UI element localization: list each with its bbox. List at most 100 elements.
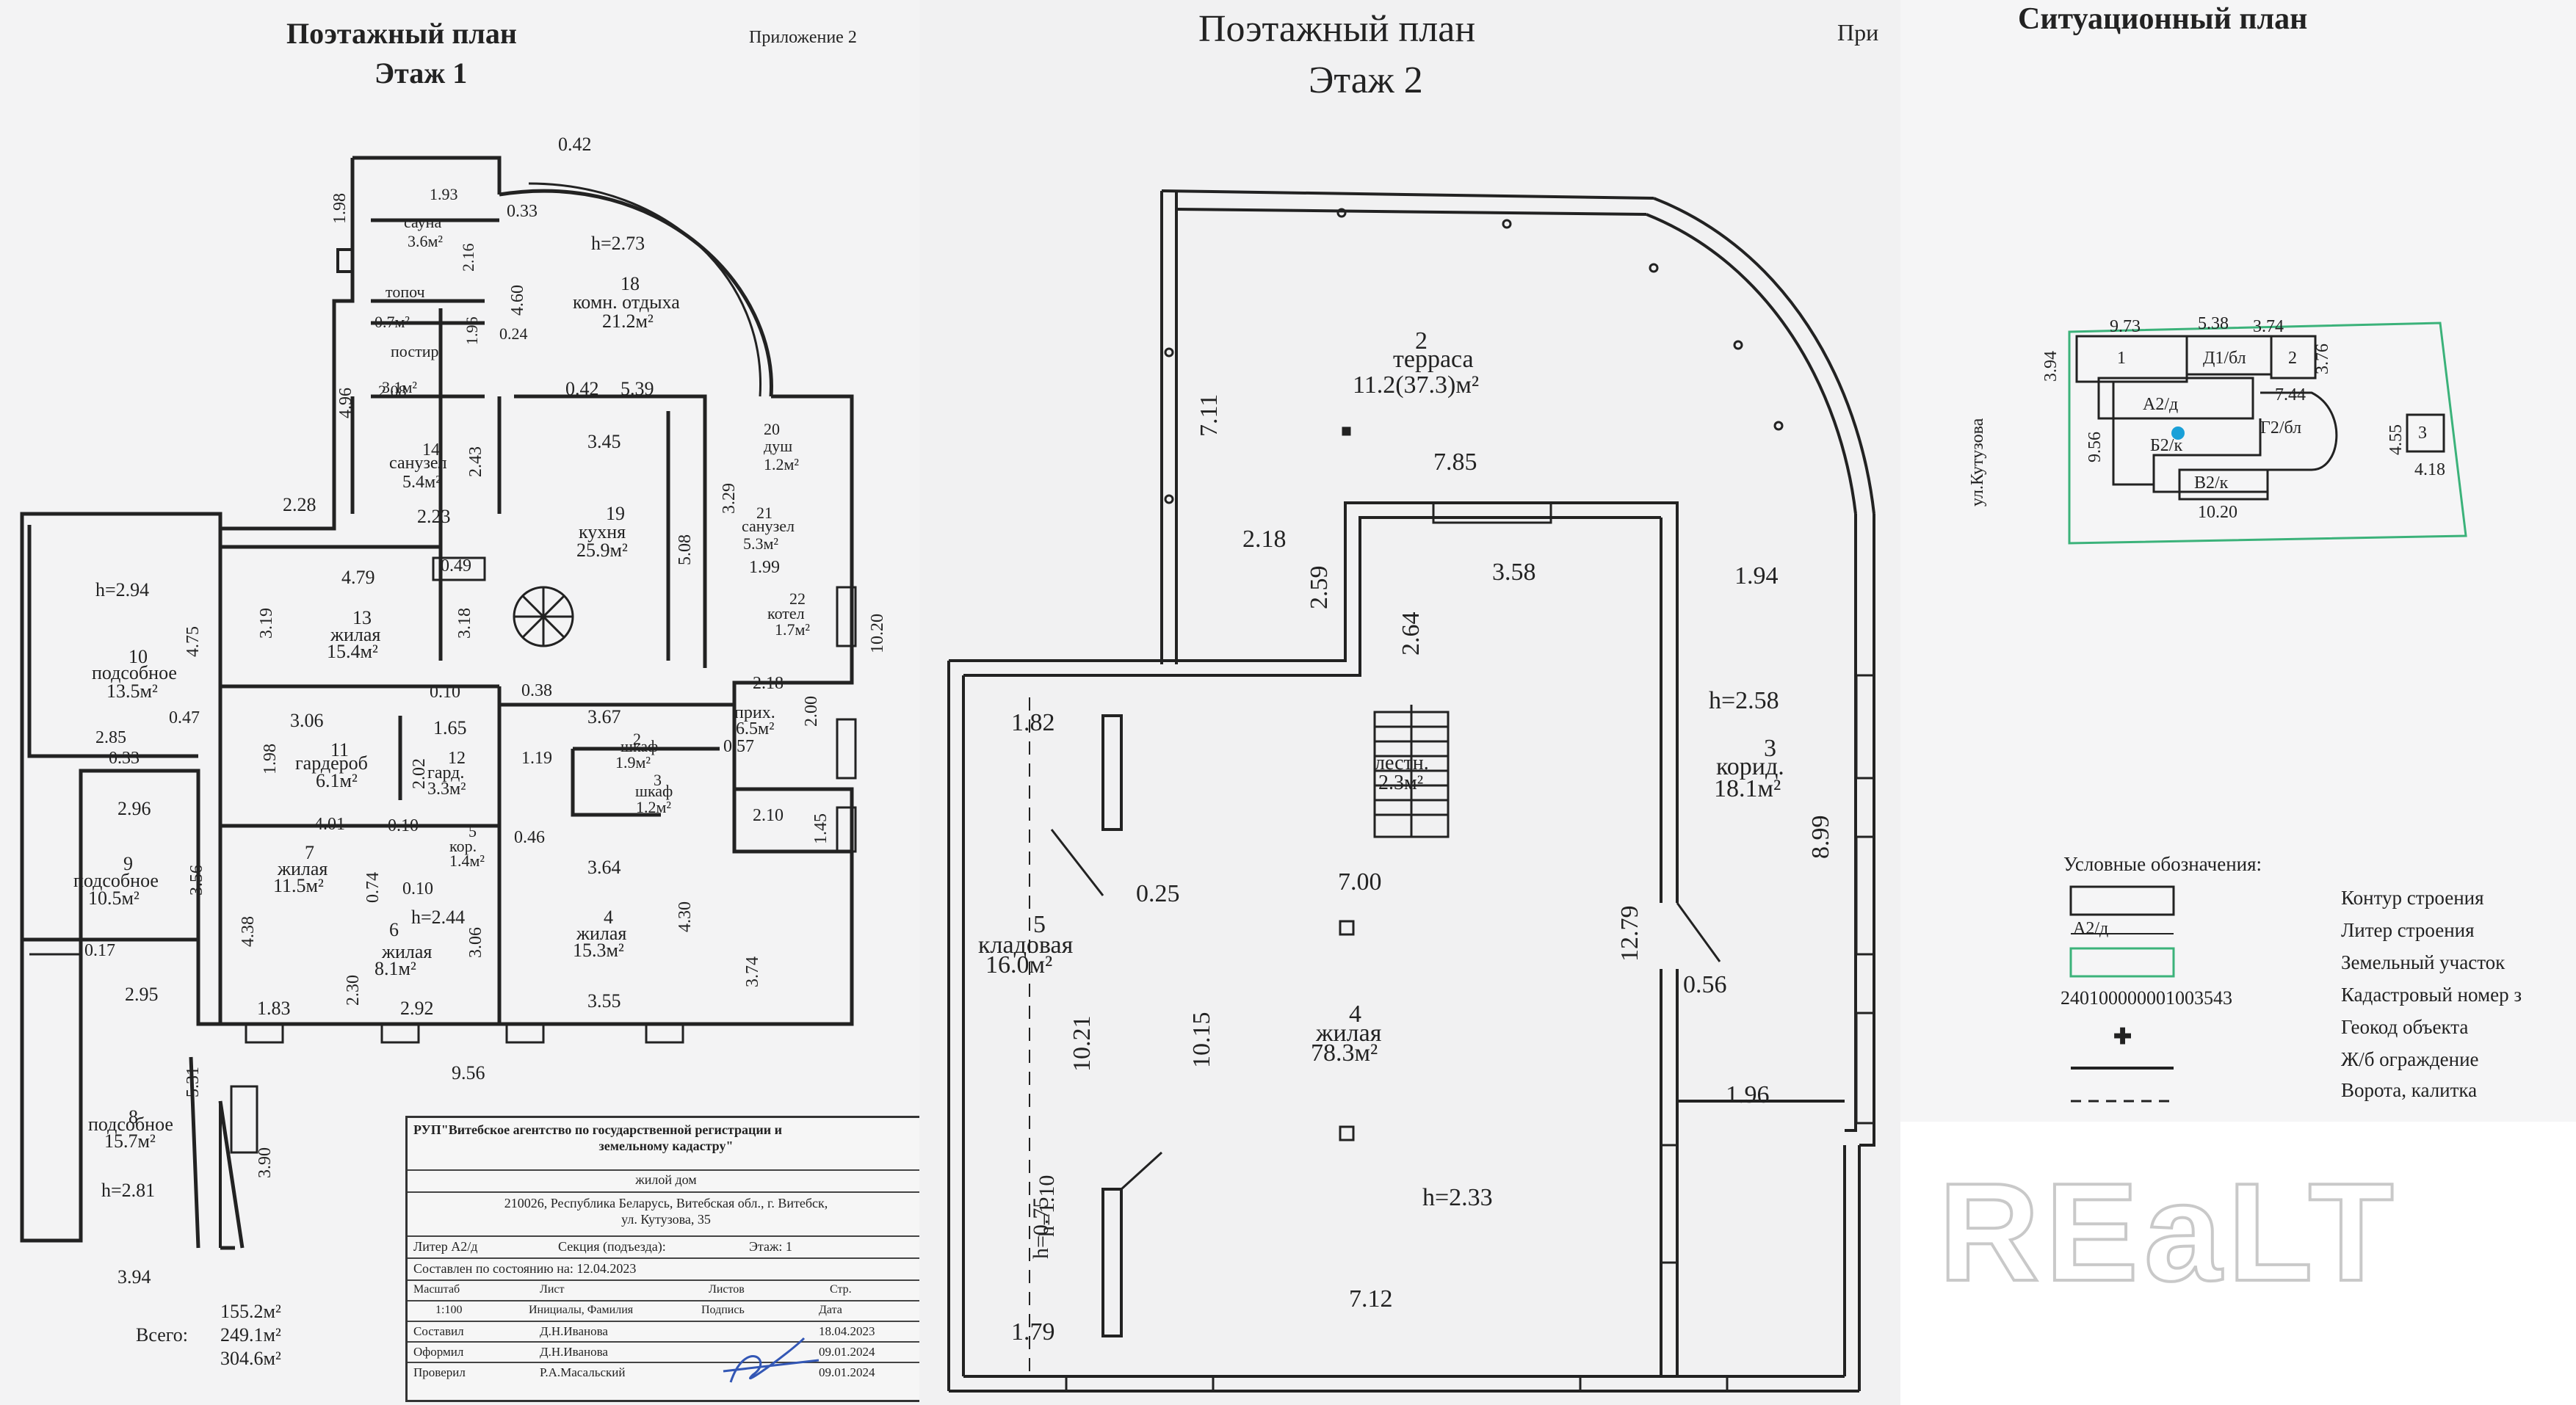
room-number: 8 bbox=[129, 1106, 138, 1128]
dim-label: 0.10 bbox=[388, 816, 419, 835]
dim-label: 0.17 bbox=[84, 941, 115, 960]
height-label: h=2.73 bbox=[591, 233, 645, 254]
room-name: шкаф bbox=[621, 737, 658, 755]
dim-label: 10.21 bbox=[1068, 1016, 1096, 1072]
room-number: 18 bbox=[621, 273, 640, 294]
dim-label: 2.18 bbox=[1242, 526, 1287, 553]
room-area: 1.2м² bbox=[636, 798, 671, 816]
room-name: комн. отдыха bbox=[573, 291, 680, 313]
realt-watermark: REaLT bbox=[1937, 1153, 2400, 1312]
dim-label: 1.99 bbox=[749, 558, 780, 577]
height-label: h=2.81 bbox=[101, 1180, 155, 1201]
floor2-subtitle: Этаж 2 bbox=[1309, 59, 1423, 101]
room-number: 10 bbox=[129, 646, 148, 667]
dim-label: 3.18 bbox=[455, 608, 474, 639]
situation-labels: 9.73 5.38 3.74 1 Д1/бл 2 А2/д 7.44 Б2/к … bbox=[1968, 314, 2445, 522]
building-number: 3 bbox=[2418, 424, 2427, 443]
room-area: 3.3м² bbox=[427, 780, 466, 799]
dim-label: 5.38 bbox=[2198, 314, 2229, 333]
building-number: 2 bbox=[2288, 349, 2297, 368]
building-liter: Г2/бл bbox=[2260, 418, 2301, 438]
dim-label: 0.57 bbox=[723, 737, 754, 756]
room-number: 13 bbox=[352, 607, 372, 628]
height-label: h=2.58 bbox=[1709, 687, 1779, 714]
floor1-labels: 0.42 1.93 сауна 3.6м² 0.33 h=2.73 18 ком… bbox=[73, 134, 887, 1369]
dim-label: 0.47 bbox=[169, 708, 200, 727]
stamp-h-scale: Масштаб bbox=[413, 1283, 460, 1296]
stamp-role: Оформил bbox=[413, 1345, 464, 1359]
room-name: жилая bbox=[1315, 1020, 1382, 1047]
dim-label: 2.18 bbox=[753, 674, 784, 693]
legend-cadastre-number: 240100000001003543 bbox=[2061, 987, 2232, 1009]
room-area: 2.3м² bbox=[1378, 772, 1423, 794]
room-area: 8.1м² bbox=[375, 958, 416, 979]
situation-drawing: 9.73 5.38 3.74 1 Д1/бл 2 А2/д 7.44 Б2/к … bbox=[1968, 314, 2467, 1103]
dim-label: 3.58 bbox=[1492, 559, 1536, 586]
dim-label: 1.96 bbox=[463, 317, 481, 346]
dim-label: 2.64 bbox=[1397, 612, 1425, 656]
legend-cadastre: Кадастровый номер з bbox=[2341, 984, 2522, 1006]
height-label: h=1.10 bbox=[1035, 1175, 1059, 1237]
room-number: 4 bbox=[604, 907, 613, 928]
dim-label: 5.39 bbox=[621, 378, 654, 399]
room-area: 5.4м² bbox=[402, 473, 441, 492]
stamp-org: РУП"Витебское агентство по государственн… bbox=[413, 1122, 782, 1137]
dim-label: 3.74 bbox=[2253, 317, 2284, 336]
legend-plot: Земельный участок bbox=[2341, 951, 2506, 973]
room-name: кор. bbox=[449, 837, 477, 855]
room-name: котел bbox=[767, 604, 805, 622]
dim-label: 7.44 bbox=[2275, 385, 2306, 404]
floor1-plan-panel: Поэтажный план Этаж 1 Приложение 2 bbox=[0, 0, 919, 1405]
room-name: жилая bbox=[381, 941, 432, 962]
situation-plan-panel: Ситуационный план 9.73 5.38 3.74 1 Д1/бл… bbox=[1900, 0, 2576, 1122]
room-name: подсобное bbox=[73, 870, 159, 891]
dim-label: 2.28 bbox=[283, 494, 316, 515]
legend-gate: Ворота, калитка bbox=[2341, 1079, 2478, 1101]
dim-label: 12.79 bbox=[1616, 906, 1643, 962]
dim-label: 0.24 bbox=[499, 324, 528, 343]
room-number: 22 bbox=[789, 589, 806, 608]
dim-label: 2.16 bbox=[459, 244, 477, 272]
room-number: 6 bbox=[389, 919, 399, 940]
room-name: сауна bbox=[404, 213, 441, 231]
stamp-signer-row: Проверил Р.А.Масальский 09.01.2024 bbox=[408, 1362, 919, 1382]
room-area: 1.9м² bbox=[615, 753, 651, 772]
dim-label: 1.83 bbox=[257, 998, 291, 1019]
dim-label: 0.33 bbox=[507, 202, 538, 221]
stamp-name: Р.А.Масальский bbox=[540, 1365, 626, 1379]
dim-label: 4.79 bbox=[341, 567, 375, 588]
room-number: 19 bbox=[606, 503, 625, 524]
dim-label: 3.76 bbox=[2313, 344, 2332, 374]
dim-label: 0.25 bbox=[1136, 880, 1180, 907]
room-name: санузел bbox=[742, 517, 795, 535]
room-number: 7 bbox=[305, 842, 314, 863]
legend-contour-symbol bbox=[2069, 885, 2175, 916]
room-area: 1.2м² bbox=[764, 455, 799, 473]
dim-label: 0.33 bbox=[109, 749, 140, 768]
title-block-stamp: РУП"Витебское агентство по государственн… bbox=[405, 1116, 919, 1402]
dim-label: 2.02 bbox=[410, 758, 429, 789]
floor2-plan-panel: Поэтажный план Этаж 2 При bbox=[919, 0, 1900, 1405]
dim-label: 1.65 bbox=[433, 717, 467, 738]
dim-label: 3.94 bbox=[117, 1266, 151, 1288]
dim-label: 2.92 bbox=[400, 998, 434, 1019]
dim-label: 5.31 bbox=[184, 1067, 203, 1097]
room-number: 3 bbox=[654, 771, 662, 789]
room-area: 10.5м² bbox=[88, 887, 140, 909]
floor1-subtitle: Этаж 1 bbox=[375, 57, 468, 90]
stamp-scale: 1:100 bbox=[435, 1304, 463, 1316]
room-area: 3.6м² bbox=[408, 232, 443, 250]
legend-geocode-cross: ✚ bbox=[2113, 1025, 2132, 1049]
street-name: ул.Кутузова bbox=[1968, 418, 1987, 507]
stamp-date: 09.01.2024 bbox=[819, 1365, 875, 1379]
stamp-role: Проверил bbox=[413, 1365, 466, 1379]
legend-liter: Литер строения bbox=[2341, 919, 2475, 941]
dim-label: 0.42 bbox=[558, 134, 592, 155]
dim-label: 2.85 bbox=[95, 728, 126, 747]
room-area: 1.4м² bbox=[449, 852, 485, 870]
floor2-title: Поэтажный план bbox=[1198, 8, 1476, 50]
dim-label: 0.10 bbox=[402, 879, 433, 898]
dim-label: 1.94 bbox=[1734, 562, 1779, 589]
room-name: терраса bbox=[1393, 346, 1474, 373]
building-liter: Д1/бл bbox=[2203, 349, 2246, 368]
